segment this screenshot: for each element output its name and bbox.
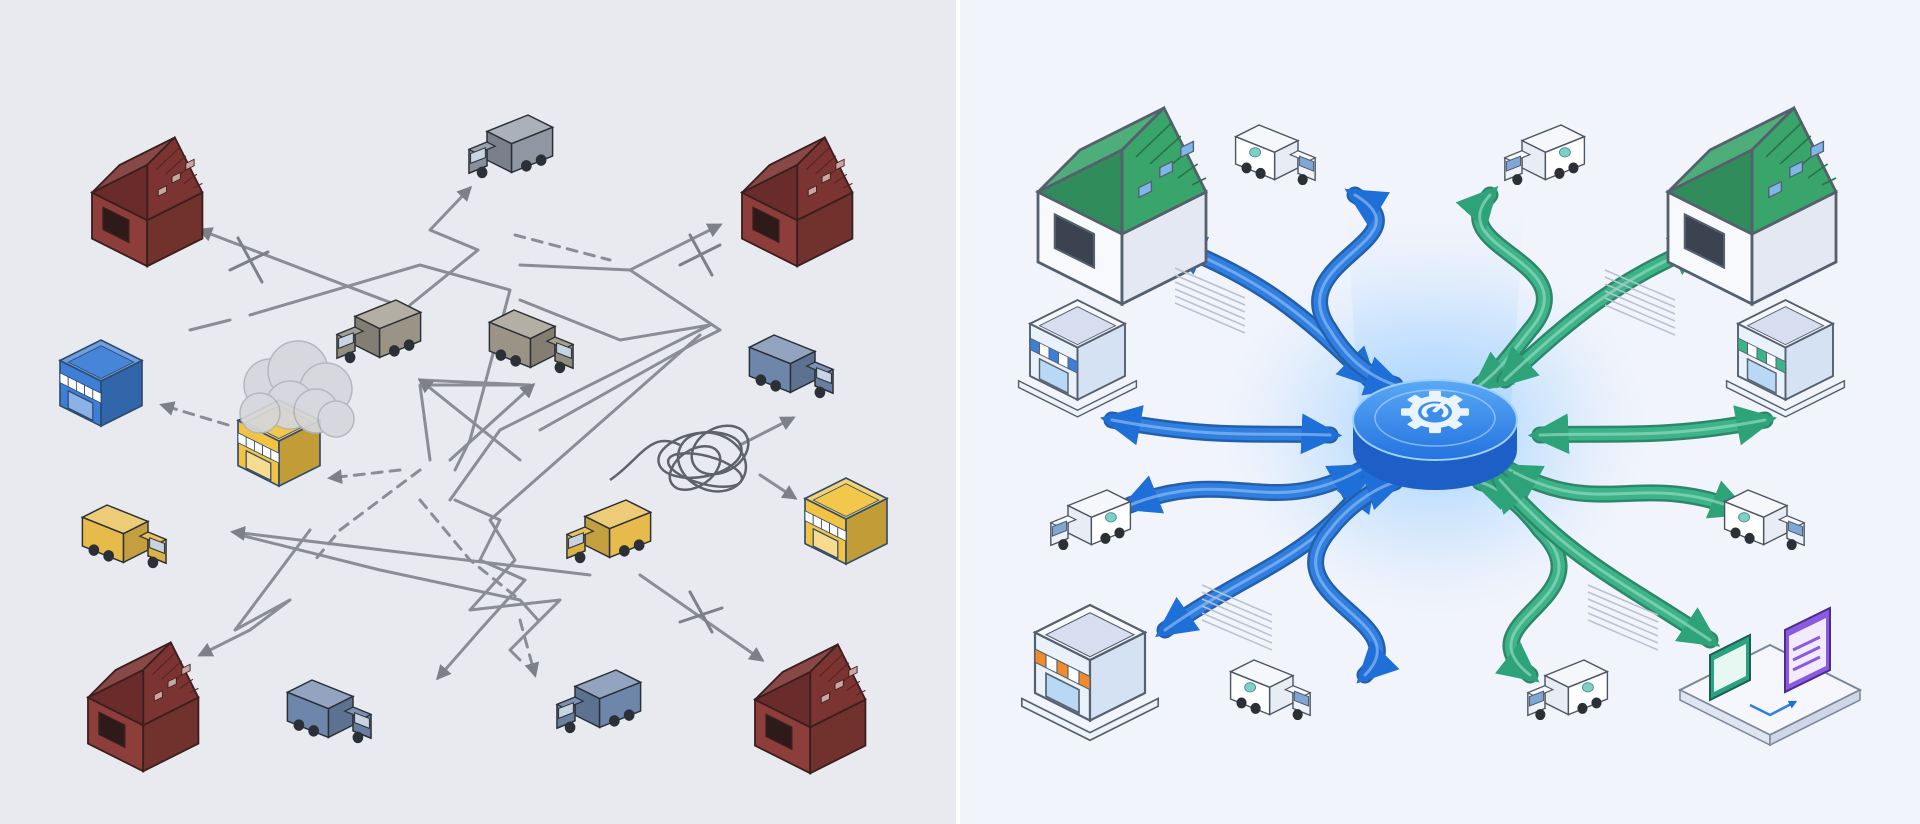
truck-mid-left — [1049, 489, 1133, 551]
warehouse-bottom-left — [85, 640, 200, 773]
route-line — [468, 333, 702, 662]
route-line — [408, 185, 480, 307]
x-mark — [678, 590, 724, 634]
truck-top-left — [1233, 124, 1317, 186]
blocked-marks — [228, 233, 724, 634]
truck-blue-2 — [285, 679, 373, 744]
x-mark — [678, 233, 722, 277]
dashboard-screens — [1677, 606, 1863, 747]
route-line — [448, 382, 536, 462]
store-green-awning — [1725, 298, 1846, 418]
route-line — [197, 528, 312, 657]
dashed-routes — [159, 233, 612, 678]
x-mark — [228, 236, 270, 284]
truck-beige-2 — [487, 309, 575, 374]
truck-gray — [467, 114, 555, 179]
decor-lines-left — [1174, 267, 1246, 334]
route-line-dashed — [159, 401, 230, 427]
route-line — [238, 533, 540, 622]
chaotic-routes — [188, 185, 798, 681]
truck-blue-3 — [555, 669, 643, 734]
truck-top-right — [1503, 124, 1587, 186]
route-line — [197, 227, 412, 312]
truck-yellow-2 — [565, 499, 653, 564]
warehouse-bottom-right — [752, 642, 867, 775]
truck-blue — [747, 334, 835, 399]
route-line-dashed — [313, 468, 422, 562]
route-line-dashed — [513, 233, 612, 262]
truck-bottom-right — [1526, 659, 1610, 721]
route-line-dashed — [518, 618, 540, 678]
route-line — [518, 263, 722, 432]
truck-yellow — [80, 504, 168, 569]
gear-icon — [1401, 390, 1469, 434]
decor-lines-bottom-left — [1201, 584, 1273, 651]
warehouse-top-right — [739, 135, 854, 268]
route-line — [188, 263, 512, 472]
smoke-cloud — [239, 340, 355, 438]
store-orange-awning — [1020, 603, 1160, 742]
store-blue-awning — [1017, 298, 1138, 418]
decor-lines-right — [1604, 269, 1676, 336]
central-hub[interactable] — [1352, 379, 1518, 490]
store-blue — [58, 339, 144, 428]
tangled-knot — [609, 424, 750, 493]
warehouse-green-right — [1664, 105, 1838, 307]
warehouse-green-left — [1034, 105, 1208, 307]
route-line — [418, 378, 532, 462]
right-objects — [1017, 105, 1863, 747]
truck-mid-right — [1722, 489, 1806, 551]
truck-beige — [335, 299, 423, 364]
route-line — [758, 473, 798, 500]
route-line-dashed — [327, 468, 402, 485]
warehouse-top-left — [89, 135, 204, 268]
store-yellow — [803, 477, 889, 566]
route-line-dashed — [418, 498, 522, 602]
route-line — [230, 525, 592, 577]
left-objects — [58, 114, 889, 775]
route-line — [638, 573, 765, 662]
truck-bottom-left — [1228, 659, 1312, 721]
decor-lines-bottom-right — [1587, 584, 1659, 651]
route-line — [628, 223, 723, 272]
route-line — [417, 378, 522, 462]
